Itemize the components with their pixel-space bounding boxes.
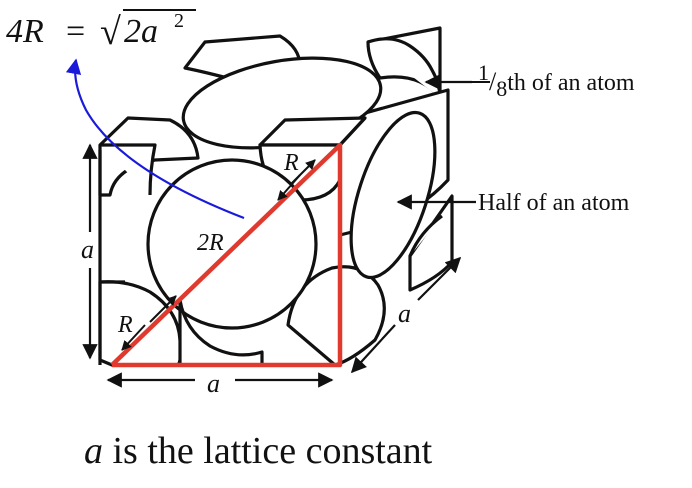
- label-diameter: 2R: [197, 230, 224, 256]
- radius-markers: R R 2R: [117, 150, 316, 351]
- radius-lower-arrow-down: [121, 324, 146, 351]
- formula-equals: =: [66, 13, 85, 50]
- label-edge-left: a: [81, 235, 94, 264]
- half-callout-text: Half of an atom: [478, 190, 630, 216]
- eighth-num: 1: [478, 60, 489, 85]
- red-triangle: [110, 142, 343, 368]
- half-atom-right-face: [349, 110, 437, 280]
- half-atom-bottom-right: [286, 265, 386, 367]
- formula-exponent: 2: [174, 10, 184, 32]
- dim-depth-down: [350, 324, 396, 374]
- corner-atom-top-left-front-face: [100, 143, 157, 196]
- label-edge-bottom: a: [207, 369, 220, 398]
- formula-radicand: 2a: [124, 13, 158, 50]
- eighth-rest: th of an atom: [507, 70, 635, 96]
- label-radius-lower: R: [117, 312, 133, 338]
- front-corner-atoms: [98, 116, 367, 367]
- front-bottom-fill: [178, 298, 264, 367]
- label-radius-upper: R: [283, 150, 299, 176]
- eighth-den: 8: [496, 76, 507, 101]
- caption-rest: is the lattice constant: [103, 430, 433, 472]
- caption-symbol: a: [84, 430, 103, 472]
- formula-sqrt-sign: √: [100, 11, 121, 53]
- label-edge-depth: a: [398, 299, 411, 328]
- dim-depth-up: [417, 256, 462, 301]
- formula-lhs: 4R: [6, 13, 44, 50]
- dimension-lines: a a a: [81, 143, 462, 398]
- radius-upper-arrow-down: [277, 174, 301, 201]
- caption: a is the lattice constant: [84, 430, 433, 472]
- eighth-callout-text: 1/8th of an atom: [478, 60, 635, 101]
- face-center-atom-front: [146, 158, 318, 330]
- radius-lower-arrow-up: [149, 295, 177, 323]
- formula-pointer-arrow: [65, 58, 245, 220]
- corner-atom-right-back-bottom-rim: [408, 214, 443, 257]
- diagonal-triangle: [110, 142, 343, 368]
- edge-top-right-depth: [338, 116, 367, 147]
- callouts: 1/8th of an atom Half of an atom: [396, 60, 635, 216]
- eighth-slash: /: [489, 67, 497, 96]
- lattice-formula: 4R = √ 2a 2: [6, 9, 196, 53]
